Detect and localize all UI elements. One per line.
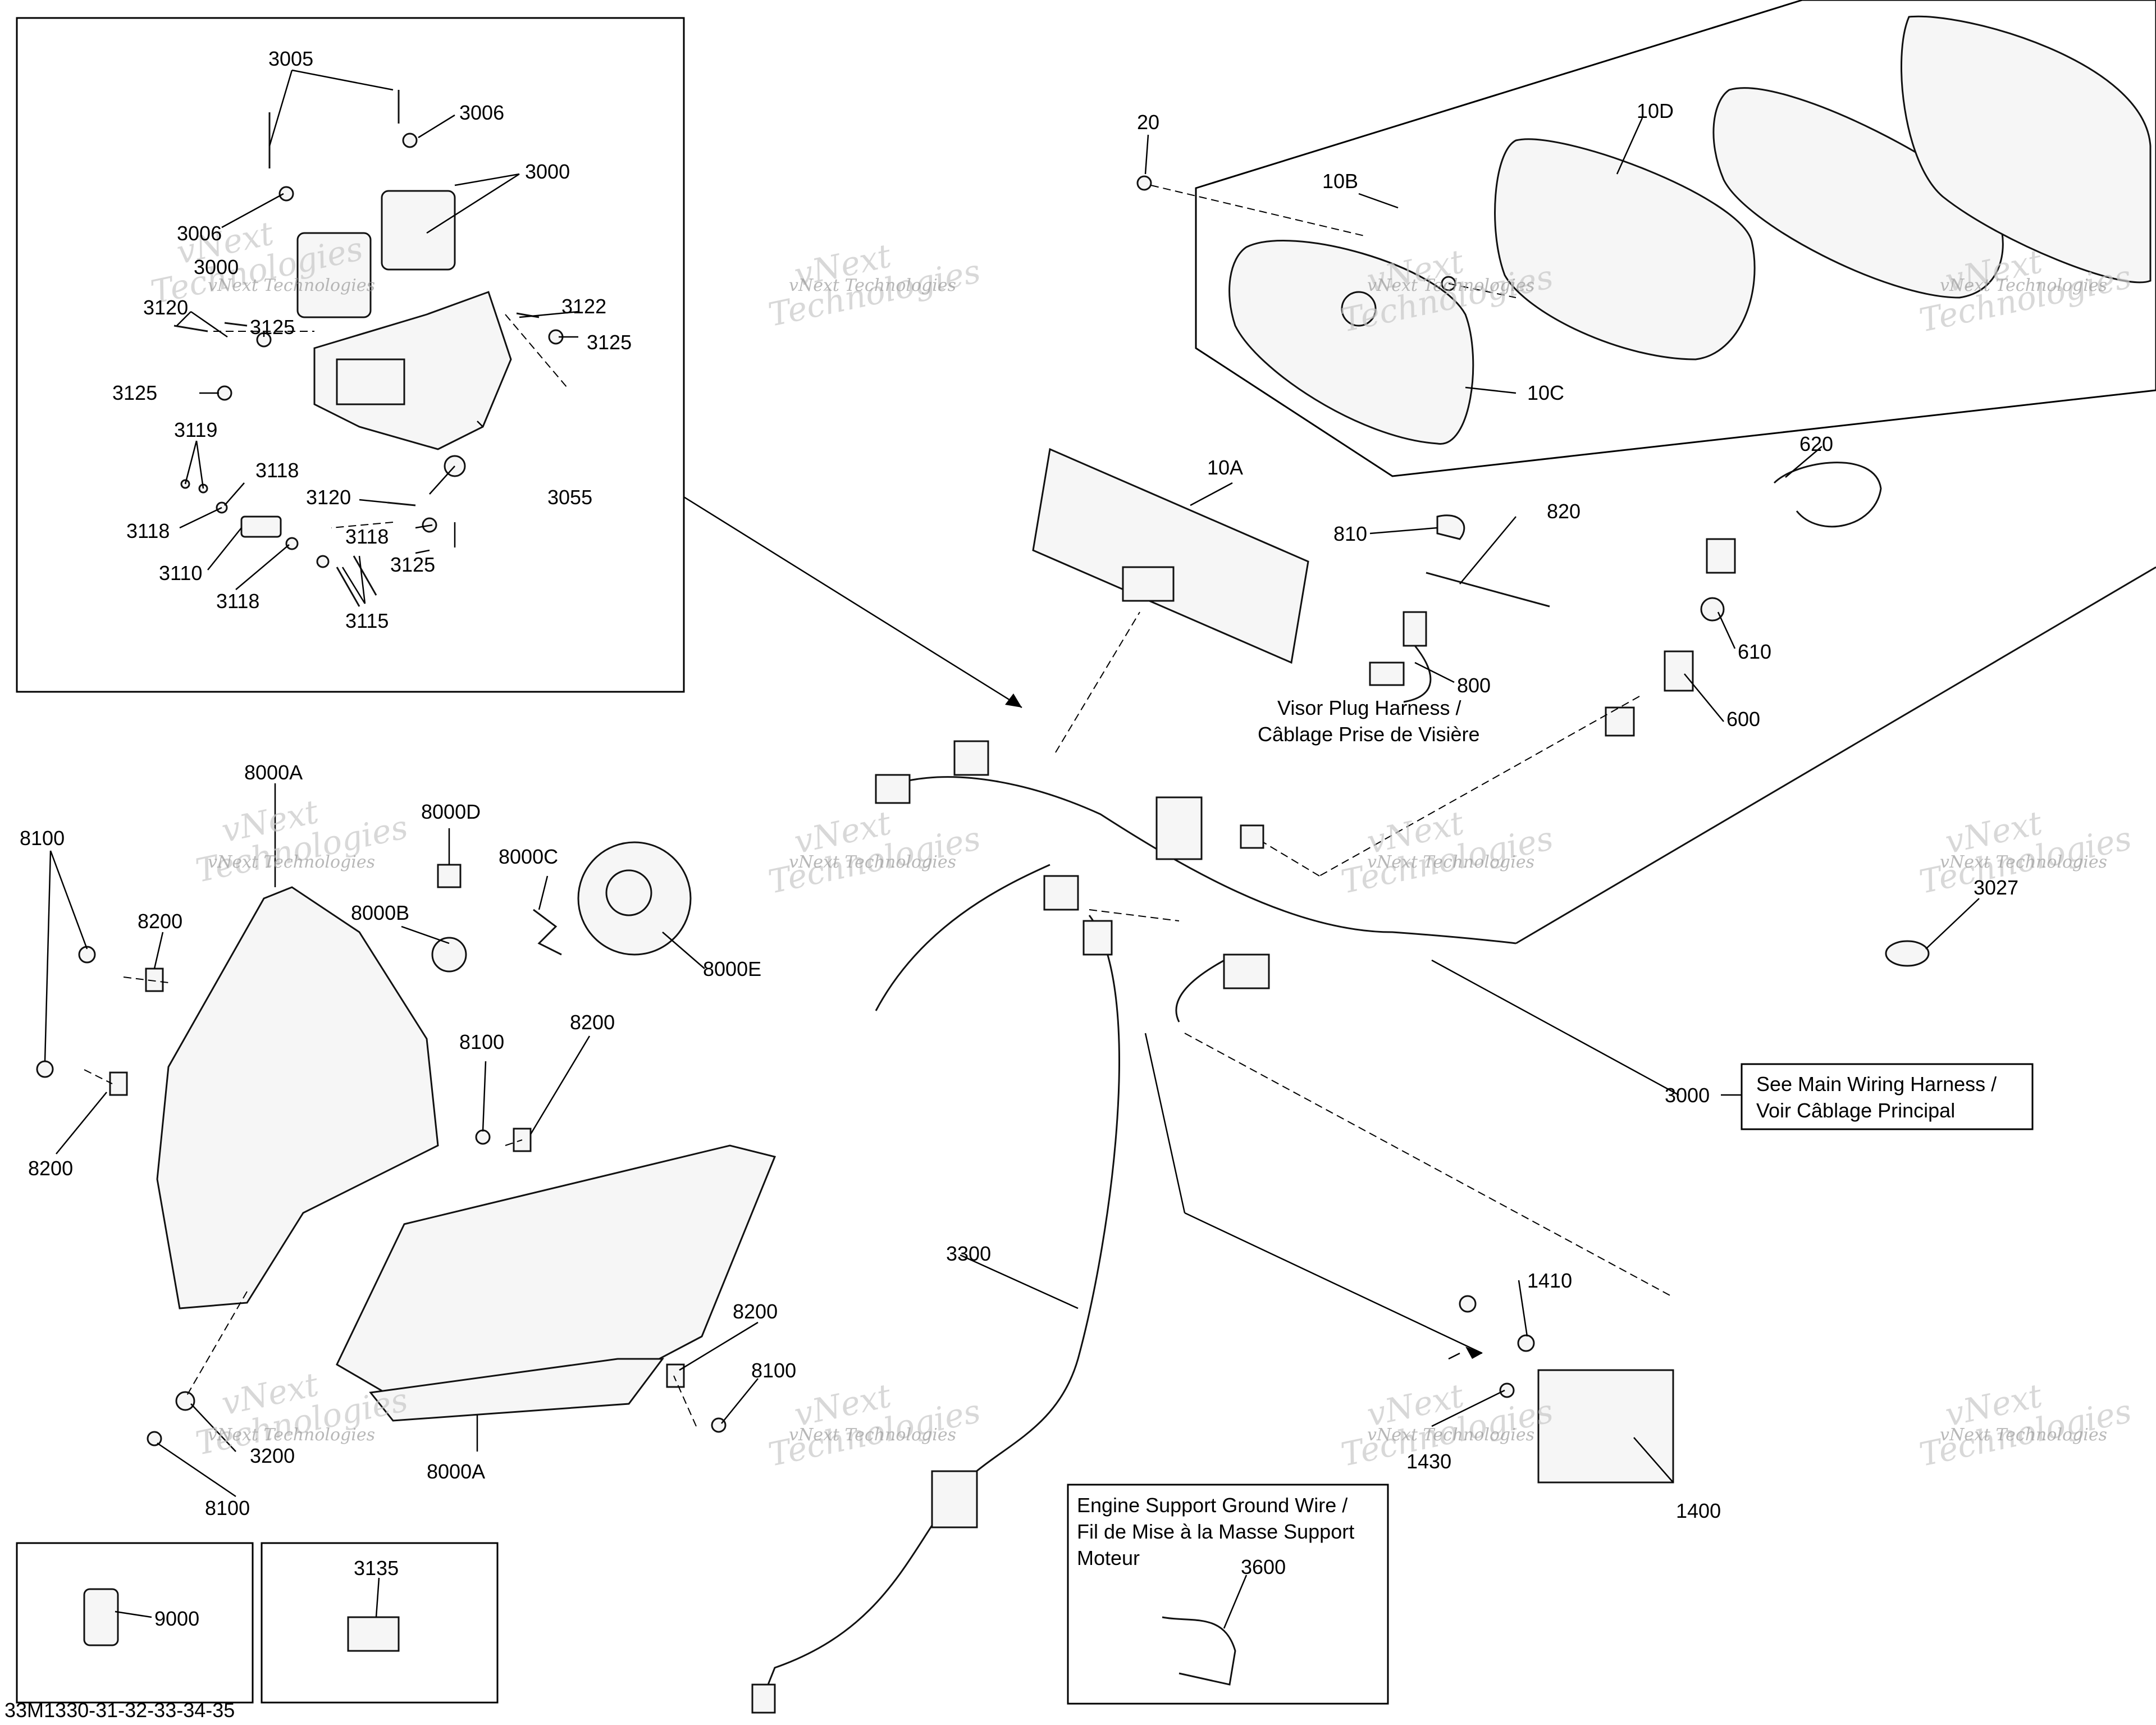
part-label: 3000 (194, 255, 239, 279)
part-label: 8000C (499, 845, 558, 868)
watermark-small: vNext Technologies (1367, 276, 1534, 295)
watermark-small: vNext Technologies (1940, 852, 2107, 872)
fuse-box-frame-3135 (261, 1542, 499, 1704)
part-label: 3125 (587, 331, 632, 354)
main-harness-note: See Main Wiring Harness / Voir Câblage P… (1756, 1073, 1997, 1122)
part-label: 820 (1547, 500, 1581, 523)
part-label: 1410 (1527, 1269, 1572, 1292)
part-label: 10A (1207, 456, 1243, 479)
diagram-code: 33M1330-31-32-33-34-35 (4, 1699, 235, 1722)
part-label: 3000 (1665, 1084, 1710, 1107)
part-label: 810 (1333, 522, 1367, 545)
watermark-small: vNext Technologies (1940, 1425, 2107, 1445)
part-label: 3300 (946, 1242, 991, 1265)
part-label: 3200 (250, 1444, 295, 1467)
watermark-small: vNext Technologies (1940, 276, 2107, 295)
part-label: 3120 (143, 296, 188, 319)
part-label: 3125 (250, 316, 295, 339)
fuse-box-frame-9000 (16, 1542, 254, 1704)
part-label: 1400 (1676, 1499, 1721, 1522)
part-label-9000: 9000 (154, 1607, 199, 1630)
inset-frame (16, 17, 685, 693)
inset-labels: 3005 3006 3000 3006 3000 3120 3125 3122 … (112, 47, 632, 632)
part-label: 3118 (255, 459, 299, 482)
part-label: 3119 (174, 418, 217, 441)
watermark-small: vNext Technologies (208, 276, 375, 295)
part-label: 3006 (177, 222, 222, 245)
part-label: 610 (1738, 640, 1771, 663)
part-label: 3120 (306, 486, 351, 509)
part-label: 3118 (216, 590, 259, 613)
part-label: 10D (1637, 99, 1674, 122)
watermark-small: vNext Technologies (1367, 1425, 1534, 1445)
instrument-cluster-drawing (1032, 15, 2152, 664)
part-label: 20 (1137, 111, 1159, 134)
note-line: Visor Plug Harness / (1277, 696, 1461, 719)
electrical-parts-drawing (1162, 462, 1930, 1686)
part-label: 8200 (138, 910, 182, 933)
watermark-small: vNext Technologies (789, 1425, 956, 1445)
part-label: 3055 (547, 486, 592, 509)
electrical-labels: 620 820 810 610 800 600 3027 3000 3300 1… (946, 432, 2018, 1578)
part-label: 8000A (244, 761, 303, 784)
relay-bracket-drawing (173, 90, 564, 607)
part-label: 3118 (126, 519, 170, 542)
part-label: 10B (1322, 170, 1358, 193)
part-label: 3110 (159, 562, 202, 585)
part-label: 620 (1799, 432, 1833, 455)
part-label: 8000A (427, 1460, 485, 1483)
watermark-small: vNext Technologies (1367, 852, 1534, 872)
note-line: Voir Câblage Principal (1756, 1099, 1955, 1122)
ground-wire-note-frame (1067, 1484, 1389, 1705)
cluster-detail-frame (1195, 0, 2156, 477)
wiring-harness-drawing (751, 566, 2156, 1714)
part-label: 8200 (570, 1011, 615, 1034)
note-line: Câblage Prise de Visière (1258, 723, 1480, 746)
part-label: 8000B (351, 901, 409, 924)
part-label: 8200 (28, 1157, 73, 1180)
part-label: 3027 (1974, 876, 2018, 899)
headlight-drawing (156, 841, 776, 1422)
part-label: 3006 (459, 101, 504, 124)
watermark-small: vNext Technologies (789, 852, 956, 872)
part-label: 3125 (112, 381, 157, 404)
part-label: 8100 (205, 1496, 250, 1519)
watermark-small: vNext Technologies (789, 276, 956, 295)
part-label: 3600 (1241, 1555, 1286, 1578)
part-label: 3000 (525, 160, 570, 183)
part-label: 600 (1726, 708, 1760, 731)
part-label: 8100 (20, 827, 65, 850)
main-harness-note-frame (1741, 1063, 2034, 1130)
part-label-3135: 3135 (354, 1557, 399, 1580)
part-label: 8100 (751, 1359, 796, 1382)
leader-lines (44, 69, 1980, 1629)
part-label: 3115 (345, 609, 389, 632)
part-label: 800 (1457, 674, 1491, 697)
assembly-dashed-lines (84, 185, 1674, 1427)
headlight-labels: 8000A 8100 8000D 8000C 8200 8000B 8000E … (20, 761, 796, 1519)
part-label: 8200 (733, 1300, 778, 1323)
ground-wire-note: Engine Support Ground Wire / Fil de Mise… (1077, 1494, 1354, 1569)
part-label: 8000D (421, 800, 481, 823)
part-label: 3125 (390, 553, 435, 576)
watermark-small: vNext Technologies (208, 1425, 375, 1445)
part-label: 8000E (703, 957, 761, 980)
part-label: 3122 (561, 295, 606, 318)
part-label: 8100 (459, 1030, 504, 1053)
note-line: Moteur (1077, 1546, 1140, 1569)
visor-plug-note: Visor Plug Harness / Câblage Prise de Vi… (1258, 696, 1480, 746)
part-label: 3005 (268, 47, 313, 70)
note-line: Fil de Mise à la Masse Support (1077, 1520, 1354, 1543)
note-line: Engine Support Ground Wire / (1077, 1494, 1347, 1517)
note-line: See Main Wiring Harness / (1756, 1073, 1997, 1096)
part-label: 3118 (345, 525, 389, 548)
cluster-labels: 20 10D 10B 10C 10A (1137, 99, 1674, 479)
part-label: 1430 (1406, 1450, 1451, 1473)
part-label: 10C (1527, 381, 1564, 404)
fasteners-drawing (36, 946, 727, 1652)
watermark-small: vNext Technologies (208, 852, 375, 872)
